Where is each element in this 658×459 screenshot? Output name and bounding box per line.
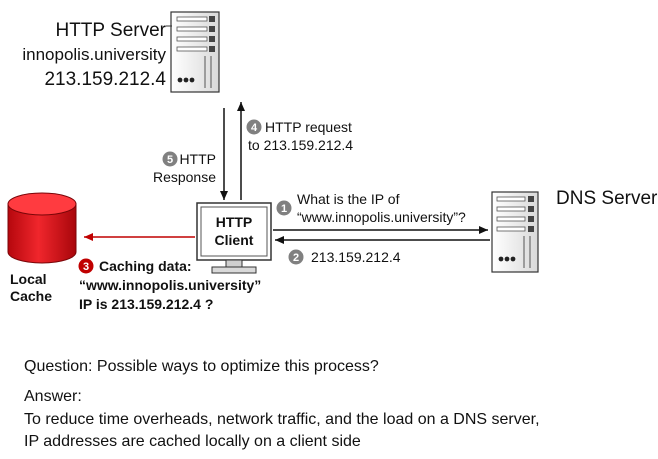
svg-text:5: 5	[167, 154, 173, 166]
server-icon	[170, 11, 220, 93]
cache-label-line1: Local	[10, 271, 47, 287]
answer-line-2: IP addresses are cached locally on a cli…	[24, 433, 361, 450]
client-label-line1: HTTP	[216, 214, 253, 230]
cache-label-line2: Cache	[10, 288, 52, 304]
step-1-line1: What is the IP of	[297, 191, 400, 207]
server-icon	[491, 191, 539, 273]
answer-line-1: To reduce time overheads, network traffi…	[24, 411, 540, 428]
step-5-line1: HTTP	[179, 151, 216, 167]
http-server-title: HTTP Server	[55, 20, 166, 41]
step-4-line2: to 213.159.212.4	[248, 137, 353, 153]
step-5-line2: Response	[153, 169, 216, 185]
http-server-ip: 213.159.212.4	[44, 69, 166, 90]
step-3-badge: 3	[78, 258, 94, 274]
database-cylinder-icon	[7, 192, 77, 264]
answer-label: Answer:	[24, 388, 82, 405]
http-server-domain: innopolis.university	[22, 45, 166, 64]
step-2-text: 213.159.212.4	[311, 249, 401, 265]
monitor-icon	[196, 202, 272, 274]
question-text: Question: Possible ways to optimize this…	[24, 358, 379, 375]
step-3-line2: “www.innopolis.university”	[79, 277, 261, 293]
step-4-badge: 4	[246, 119, 262, 135]
svg-text:4: 4	[251, 122, 258, 134]
svg-text:2: 2	[293, 252, 299, 264]
step-1-line2: “www.innopolis.university”?	[297, 209, 466, 225]
step-4-line1: HTTP request	[265, 119, 352, 135]
step-2-badge: 2	[288, 249, 304, 265]
client-label-line2: Client	[215, 232, 254, 248]
svg-text:3: 3	[83, 261, 89, 273]
step-3-line3: IP is 213.159.212.4 ?	[79, 296, 213, 312]
step-3-line1: Caching data:	[99, 258, 192, 274]
svg-text:1: 1	[281, 203, 287, 215]
step-5-badge: 5	[162, 151, 178, 167]
step-1-badge: 1	[276, 200, 292, 216]
dns-server-title: DNS Server	[556, 188, 658, 209]
